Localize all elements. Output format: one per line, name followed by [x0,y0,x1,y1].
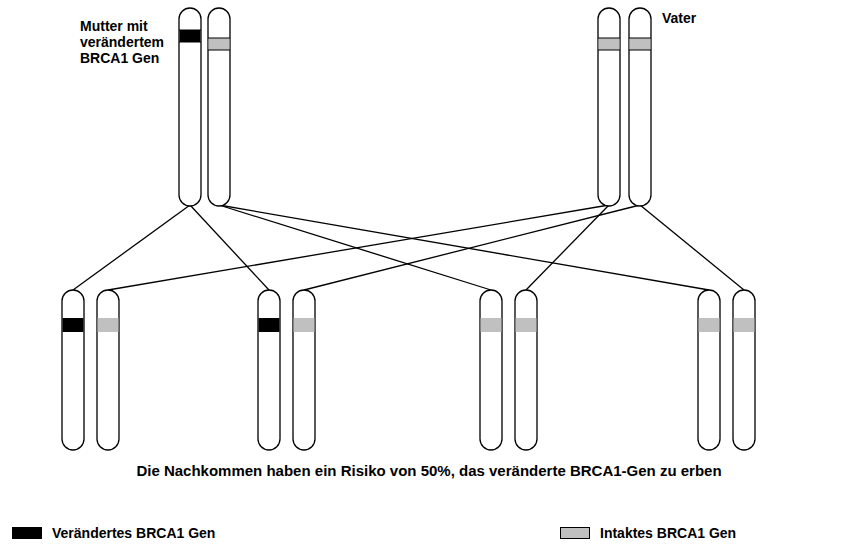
parent-label: Vater [662,10,742,26]
legend-text: Intaktes BRCA1 Gen [600,525,736,541]
legend-swatch [12,527,42,539]
legend-text: Verändertes BRCA1 Gen [52,525,215,541]
legend-swatch [560,527,590,539]
chromosomes [62,8,755,450]
band-outlines [179,30,651,50]
parent-label: Mutter mit verändertem BRCA1 Gen [80,18,172,66]
inheritance-lines [73,205,744,290]
caption: Die Nachkommen haben ein Risiko von 50%,… [136,462,721,479]
